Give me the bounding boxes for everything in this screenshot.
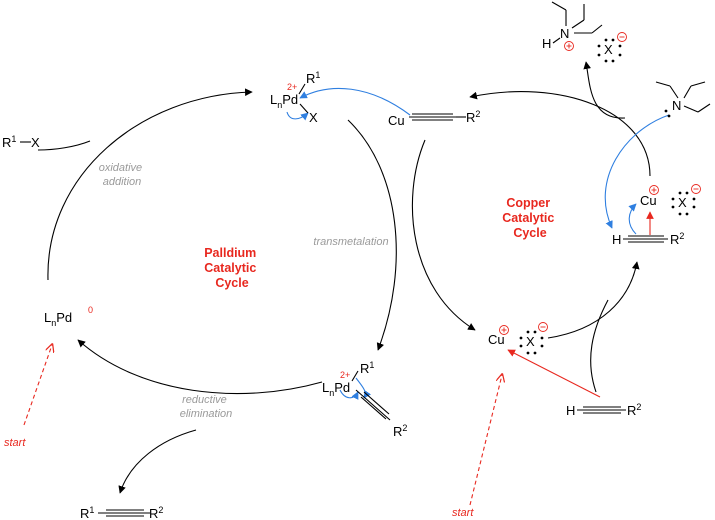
pd-x-release-arrow (286, 111, 309, 121)
svg-text:H: H (542, 36, 551, 51)
ammonium-salt: H N X (542, 1, 627, 63)
transmetalation-label: transmetalation (313, 236, 388, 248)
cu-pi-arrow (628, 203, 637, 235)
start-label-pd: start (4, 437, 26, 449)
alkyne-to-cux-arrow (507, 349, 601, 398)
svg-text:2+: 2+ (340, 370, 350, 380)
copper-title-line-2: Catalytic (502, 211, 554, 225)
reductive-electron-arrow-2 (355, 377, 372, 399)
svg-text:R1: R1 (306, 70, 320, 86)
start-cu-dashed-arrow (469, 375, 502, 506)
arc-pi-complex-to-cu-acetylide (469, 91, 651, 177)
triethylamine: N (655, 81, 711, 118)
arc-oxidative-to-transmetalation (347, 119, 397, 351)
arc-cux-to-pi-complex (547, 261, 640, 339)
reductive-electron-arrow-1 (339, 389, 359, 400)
svg-text:0: 0 (88, 305, 93, 315)
svg-text:R1: R1 (360, 360, 374, 376)
copper-cycle-title: Copper Catalytic Cycle (502, 196, 558, 240)
arc-aryl-halide-entry (37, 140, 91, 151)
svg-text:R2: R2 (393, 423, 407, 439)
copper-title-line-1: Copper (506, 196, 550, 210)
transmetalation-electron-arrow (299, 87, 411, 116)
svg-text:LnPd: LnPd (270, 92, 298, 110)
pd-alkynyl-complex: LnPd 2+ R1 R2 (322, 360, 407, 439)
svg-text:R2: R2 (149, 505, 163, 520)
svg-text:Cu: Cu (488, 332, 505, 347)
svg-text:H: H (612, 232, 621, 247)
svg-text:Cu: Cu (388, 113, 405, 128)
svg-text:H: H (566, 403, 575, 418)
cux-salt: Cu X (488, 322, 548, 355)
svg-text:X: X (604, 42, 613, 57)
reductive-elimination-label: reductive elimination (180, 394, 233, 420)
arc-alkynylpd-to-pd0 (77, 339, 323, 395)
palladium-cycle-title: Palldium Catalytic Cycle (204, 246, 260, 290)
coupling-product: R1 R2 (80, 505, 163, 520)
svg-text:X: X (526, 334, 535, 349)
svg-text:LnPd: LnPd (322, 380, 350, 398)
arc-alkyne-entry (590, 299, 609, 393)
svg-text:X: X (678, 195, 687, 210)
terminal-alkyne: H R2 (566, 402, 641, 418)
arc-product-exit (118, 429, 197, 494)
cu-acetylide: Cu R2 (388, 109, 480, 128)
svg-text:R2: R2 (627, 402, 641, 418)
svg-text:R1: R1 (2, 134, 16, 150)
pd-oxidative-adduct: LnPd 2+ R1 X (270, 70, 320, 125)
amine-deprotonation-arrow (604, 114, 670, 229)
svg-text:X: X (309, 110, 318, 125)
svg-text:R2: R2 (670, 231, 684, 247)
palladium-title-line-1: Palldium (204, 246, 256, 260)
arc-cu-acetylide-to-cux (411, 139, 476, 331)
svg-text:Cu: Cu (640, 193, 657, 208)
pd0-catalyst: LnPd 0 (44, 305, 93, 328)
svg-text:2+: 2+ (287, 82, 297, 92)
copper-title-line-3: Cycle (513, 226, 546, 240)
arc-pd0-to-oxidative (47, 88, 253, 281)
start-pd-dashed-arrow (23, 345, 52, 426)
svg-text:X: X (31, 135, 40, 150)
svg-text:LnPd: LnPd (44, 310, 72, 328)
palladium-title-line-2: Catalytic (204, 261, 256, 275)
start-label-cu: start (452, 507, 474, 519)
svg-text:N: N (672, 98, 681, 113)
svg-text:N: N (560, 26, 569, 41)
oxidative-addition-label: oxidative addition (99, 162, 145, 188)
aryl-halide: R1 X (2, 134, 40, 150)
svg-text:R2: R2 (466, 109, 480, 125)
arc-amine-to-ammonium (583, 61, 626, 119)
svg-text:R1: R1 (80, 505, 94, 520)
palladium-title-line-3: Cycle (215, 276, 248, 290)
cu-pi-complex: Cu X H R2 (612, 184, 701, 247)
